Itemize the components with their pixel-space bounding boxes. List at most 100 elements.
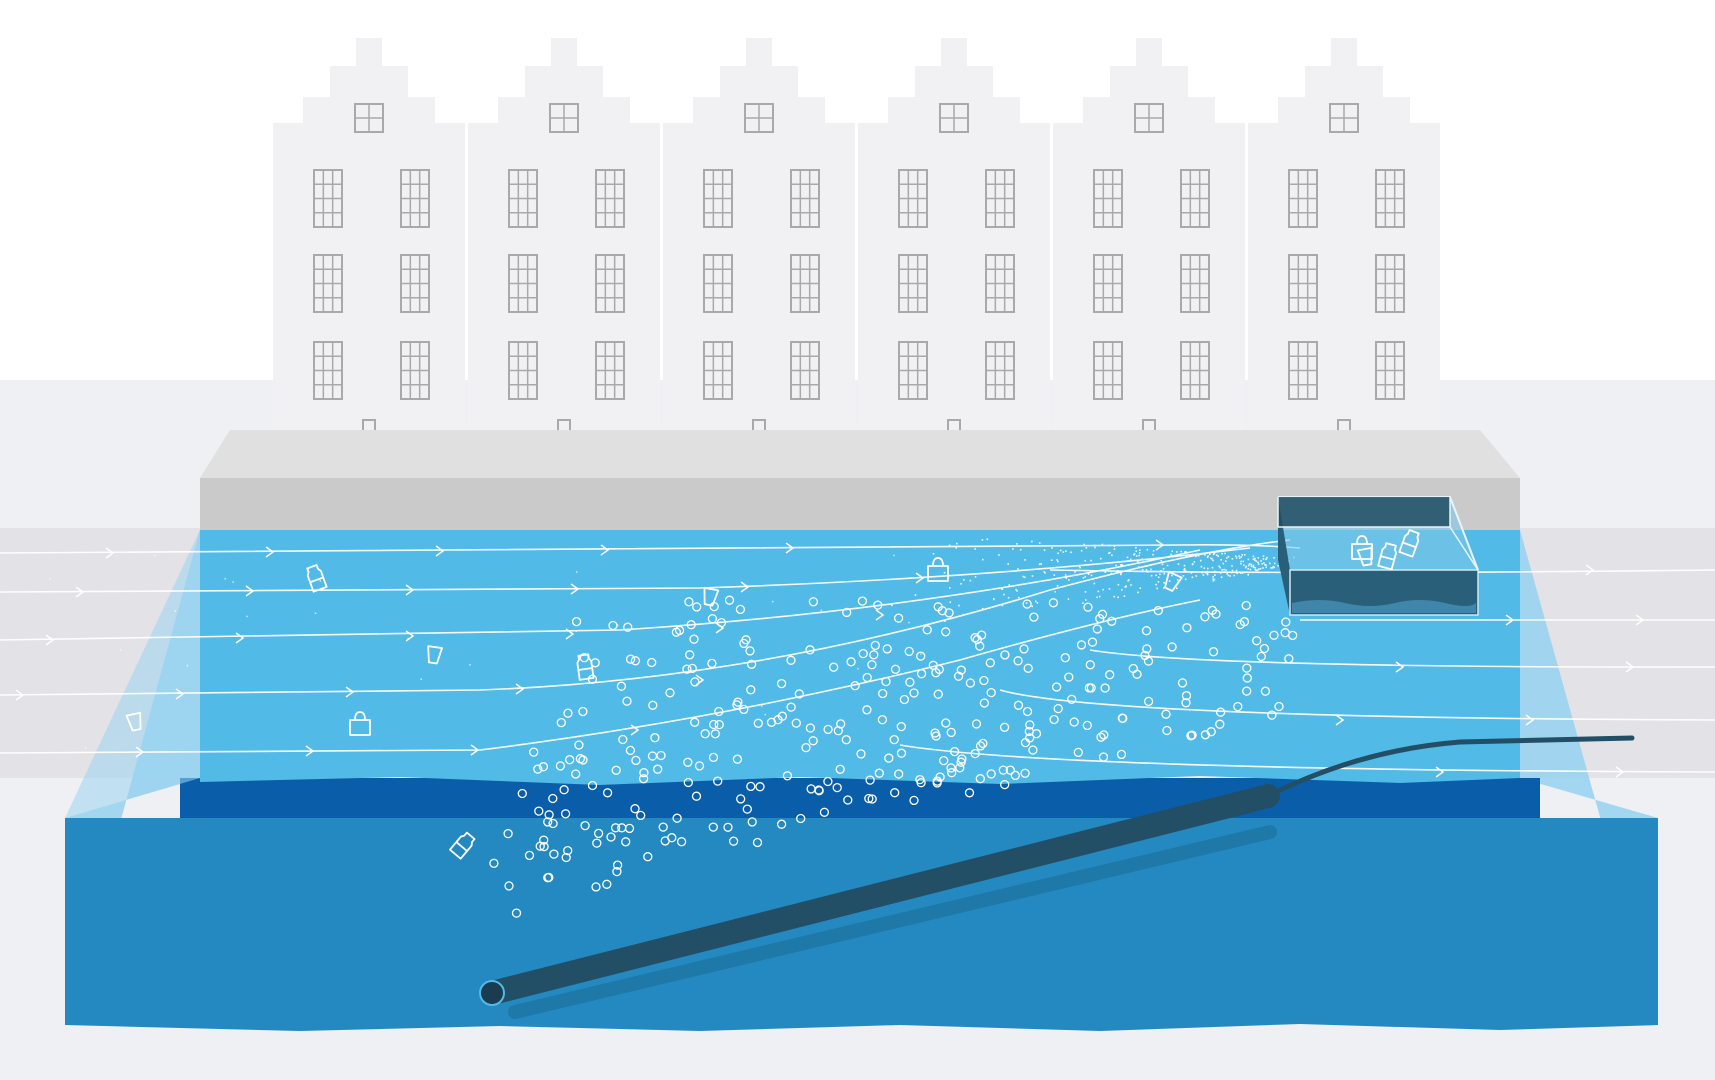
particle — [1051, 547, 1053, 549]
bubble — [683, 777, 693, 788]
bubble — [814, 786, 824, 796]
bubble — [667, 833, 677, 843]
particle — [1126, 570, 1128, 572]
particle — [1262, 567, 1264, 569]
particle — [1249, 568, 1252, 571]
bubble — [650, 733, 660, 743]
bubble — [998, 765, 1008, 775]
particle — [1127, 560, 1129, 562]
bubble — [691, 791, 702, 801]
particle — [575, 571, 578, 573]
bubble — [624, 823, 635, 834]
particle — [1136, 560, 1139, 563]
bubble — [683, 757, 693, 767]
bubble — [692, 602, 702, 612]
bubble — [823, 724, 833, 735]
particle — [1218, 565, 1220, 568]
bubble — [1107, 616, 1117, 626]
particle — [1152, 550, 1155, 552]
particle — [1156, 587, 1158, 590]
particle — [1087, 573, 1090, 575]
flow-arrow — [45, 634, 55, 646]
bubble — [1215, 707, 1226, 717]
bubble — [1076, 640, 1087, 650]
bubble — [964, 788, 975, 798]
particle — [1083, 543, 1085, 546]
particle — [1203, 567, 1206, 569]
particle — [1207, 567, 1209, 570]
particle — [1254, 557, 1256, 560]
bubble — [874, 768, 884, 778]
bubble — [1048, 598, 1059, 608]
bubble — [616, 681, 627, 691]
particle — [1102, 588, 1104, 591]
flow-arrow — [105, 547, 115, 559]
bottle-trash — [306, 564, 328, 593]
cup-trash — [1164, 570, 1183, 592]
particle — [469, 663, 471, 666]
bubble — [489, 858, 499, 868]
particle — [1182, 575, 1185, 577]
particle — [1120, 572, 1122, 574]
bubble — [905, 677, 915, 687]
particle — [1215, 554, 1218, 556]
bottle-shape — [449, 831, 476, 860]
bubble — [563, 708, 573, 718]
particle — [1145, 569, 1148, 571]
particle — [1163, 587, 1165, 589]
bubble — [1153, 605, 1163, 616]
bubble — [896, 748, 907, 758]
particle — [1138, 554, 1140, 557]
bubble — [612, 860, 623, 870]
particle — [1064, 574, 1067, 576]
particle — [1191, 563, 1194, 565]
particle — [1238, 555, 1240, 557]
flow-arrow — [1335, 714, 1345, 726]
particle — [1025, 602, 1028, 604]
flow-arrow — [875, 609, 885, 621]
particle — [1179, 571, 1181, 573]
particle — [1250, 563, 1253, 566]
particle — [1093, 582, 1096, 585]
particle — [1265, 566, 1267, 569]
flow-arrow — [75, 586, 85, 598]
bubble — [1095, 613, 1105, 624]
quay-top — [200, 430, 1520, 478]
particle — [1162, 568, 1165, 570]
bubble — [742, 804, 752, 814]
flow-line — [1089, 649, 1715, 668]
bubble — [1083, 602, 1093, 612]
bubble — [916, 651, 926, 661]
particle — [771, 600, 774, 603]
particle — [974, 548, 976, 550]
bubble — [941, 718, 951, 728]
particle — [956, 542, 958, 545]
bubble — [1242, 663, 1252, 673]
bubble — [684, 597, 694, 607]
particle — [1115, 564, 1117, 567]
particle — [1090, 574, 1093, 577]
bubble — [1181, 698, 1191, 708]
bubble — [1053, 703, 1063, 714]
particle — [1043, 549, 1046, 551]
bubble — [578, 706, 588, 717]
flow-arrow — [740, 581, 750, 593]
particle — [1263, 562, 1265, 564]
bubble — [1140, 650, 1150, 661]
cup-trash — [125, 711, 142, 732]
particle — [1008, 584, 1010, 586]
particle — [1240, 560, 1242, 563]
bottle-shape — [1398, 529, 1420, 558]
bubble — [602, 788, 613, 798]
flow-line — [0, 539, 1291, 696]
bubble — [1013, 700, 1024, 710]
particle — [1261, 563, 1263, 565]
bottle-trash — [576, 653, 595, 681]
bubble — [724, 595, 735, 605]
bubble — [931, 668, 941, 678]
flow-arrow — [15, 689, 25, 701]
particle — [1003, 593, 1005, 596]
particle — [1135, 555, 1138, 557]
particle — [1195, 575, 1198, 577]
particle — [1007, 563, 1009, 565]
